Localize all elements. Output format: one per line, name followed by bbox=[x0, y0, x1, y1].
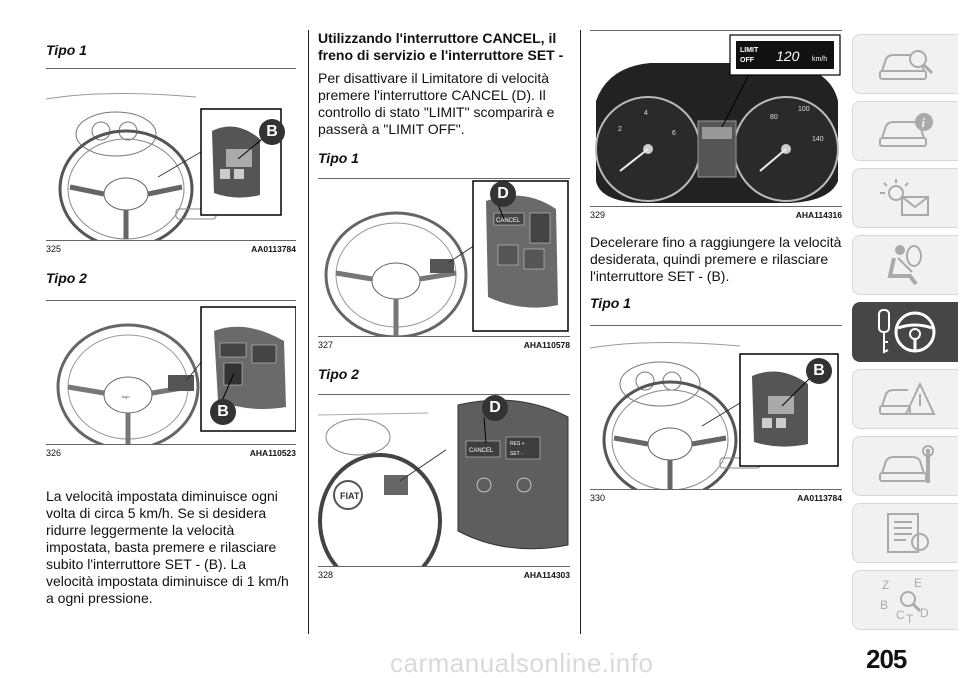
figure-code: AHA110578 bbox=[523, 340, 570, 350]
set-label: SET - bbox=[510, 451, 523, 457]
figure-code: AA0113784 bbox=[251, 244, 296, 254]
cancel-label: CANCEL bbox=[469, 448, 494, 454]
chapter-tab-index[interactable]: Z E B C T D bbox=[852, 570, 958, 630]
callout-b: B bbox=[806, 358, 832, 384]
display-speed-value: 120 bbox=[776, 48, 800, 64]
figure-number: 330 bbox=[590, 493, 606, 503]
cancel-paragraph: Per disattivare il Limitatore di velocit… bbox=[318, 70, 555, 137]
figure-code: AHA110523 bbox=[249, 448, 296, 458]
technical-data-list-icon bbox=[886, 513, 929, 553]
column-divider-2 bbox=[580, 30, 581, 634]
car-info-icon: i bbox=[878, 113, 933, 147]
column-1: Tipo 1 B 325 AA0113784 Tipo 2 bbox=[46, 30, 296, 607]
figure-329: 2 4 6 80 100 140 LIMIT OFF 120 km/h bbox=[590, 30, 842, 206]
steering-wheel-illustration: CANCEL bbox=[324, 180, 569, 336]
svg-text:100: 100 bbox=[798, 106, 810, 113]
key-steering-wheel-icon bbox=[877, 309, 935, 354]
display-speed-unit: km/h bbox=[812, 56, 827, 63]
svg-text:logo: logo bbox=[122, 394, 130, 399]
page-number: 205 bbox=[866, 644, 907, 674]
caption-328: 328 AHA114303 bbox=[318, 566, 570, 580]
chapter-tab-emergency[interactable] bbox=[852, 369, 958, 429]
figure-number: 328 bbox=[318, 570, 334, 580]
svg-text:80: 80 bbox=[770, 114, 778, 121]
heading-tipo2: Tipo 2 bbox=[46, 270, 87, 286]
warning-light-envelope-icon bbox=[879, 179, 929, 216]
figure-326: logo B bbox=[46, 300, 296, 444]
column-3: 2 4 6 80 100 140 LIMIT OFF 120 km/h 329 … bbox=[590, 30, 842, 503]
speed-decrease-paragraph: La velocità impostata diminuisce ogni vo… bbox=[46, 488, 289, 606]
svg-text:D: D bbox=[920, 606, 929, 620]
column-2: Utilizzando l'interruttore CANCEL, il fr… bbox=[318, 30, 570, 580]
svg-text:B: B bbox=[880, 598, 888, 612]
svg-text:i: i bbox=[921, 115, 925, 130]
chapter-tab-warning-lights[interactable] bbox=[852, 168, 958, 228]
steering-wheel-illustration bbox=[590, 341, 839, 489]
res-label: RES + bbox=[510, 441, 525, 447]
heading-tipo1: Tipo 1 bbox=[318, 150, 359, 166]
section-title: Utilizzando l'interruttore CANCEL, il fr… bbox=[318, 30, 564, 63]
chapter-tab-car-search[interactable] bbox=[852, 34, 958, 94]
dashboard-illustration: FIAT CANCEL RES + SET - bbox=[318, 399, 570, 566]
caption-326: 326 AHA110523 bbox=[46, 444, 296, 458]
steering-wheel-illustration: logo bbox=[56, 306, 296, 444]
figure-code: AA0113784 bbox=[797, 493, 842, 503]
figure-code: AHA114303 bbox=[523, 570, 570, 580]
callout-b: B bbox=[210, 399, 236, 425]
figure-code: AHA114316 bbox=[795, 210, 842, 220]
heading-tipo1: Tipo 1 bbox=[46, 42, 87, 58]
figure-number: 327 bbox=[318, 340, 334, 350]
car-search-icon bbox=[878, 50, 933, 80]
watermark: carmanualsonline.info bbox=[390, 648, 654, 678]
alphabetical-index-icon: Z E B C T D bbox=[880, 576, 929, 625]
figure-328: FIAT CANCEL RES + SET - D bbox=[318, 394, 570, 566]
caption-327: 327 AHA110578 bbox=[318, 336, 570, 350]
svg-text:C: C bbox=[896, 608, 905, 622]
chapter-tab-maintenance[interactable] bbox=[852, 436, 958, 496]
chapter-tab-car-info[interactable]: i bbox=[852, 101, 958, 161]
chapter-tab-technical-data[interactable] bbox=[852, 503, 958, 563]
svg-text:6: 6 bbox=[672, 130, 676, 137]
column-divider-1 bbox=[308, 30, 309, 634]
seat-airbag-icon bbox=[887, 245, 922, 286]
cancel-label: CANCEL bbox=[496, 218, 521, 224]
display-limit-label: LIMIT bbox=[740, 47, 759, 54]
svg-text:140: 140 bbox=[812, 136, 824, 143]
heading-tipo1: Tipo 1 bbox=[590, 295, 631, 311]
caption-329: 329 AHA114316 bbox=[590, 206, 842, 220]
svg-text:FIAT: FIAT bbox=[340, 491, 360, 501]
instrument-cluster-illustration: 2 4 6 80 100 140 LIMIT OFF 120 km/h bbox=[595, 34, 841, 203]
car-wrench-icon bbox=[878, 445, 934, 483]
svg-text:2: 2 bbox=[618, 126, 622, 133]
steering-wheel-illustration bbox=[46, 92, 282, 240]
svg-text:Z: Z bbox=[882, 578, 889, 592]
callout-d: D bbox=[482, 395, 508, 421]
callout-b: B bbox=[259, 119, 285, 145]
figure-330: B bbox=[590, 325, 842, 489]
figure-number: 326 bbox=[46, 448, 62, 458]
heading-tipo2: Tipo 2 bbox=[318, 366, 359, 382]
svg-text:4: 4 bbox=[644, 110, 648, 117]
decelerate-paragraph: Decelerare fino a raggiungere la velocit… bbox=[590, 234, 842, 284]
caption-325: 325 AA0113784 bbox=[46, 240, 296, 254]
figure-number: 325 bbox=[46, 244, 62, 254]
svg-text:T: T bbox=[906, 612, 914, 625]
display-off-label: OFF bbox=[740, 57, 755, 64]
caption-330: 330 AA0113784 bbox=[590, 489, 842, 503]
svg-text:E: E bbox=[914, 576, 922, 590]
car-warning-triangle-icon bbox=[878, 381, 936, 415]
figure-325: B bbox=[46, 68, 296, 240]
chapter-tab-starting-driving[interactable] bbox=[852, 302, 958, 362]
figure-number: 329 bbox=[590, 210, 606, 220]
callout-d: D bbox=[490, 181, 516, 207]
figure-327: CANCEL D bbox=[318, 178, 570, 336]
chapter-tab-safety[interactable] bbox=[852, 235, 958, 295]
